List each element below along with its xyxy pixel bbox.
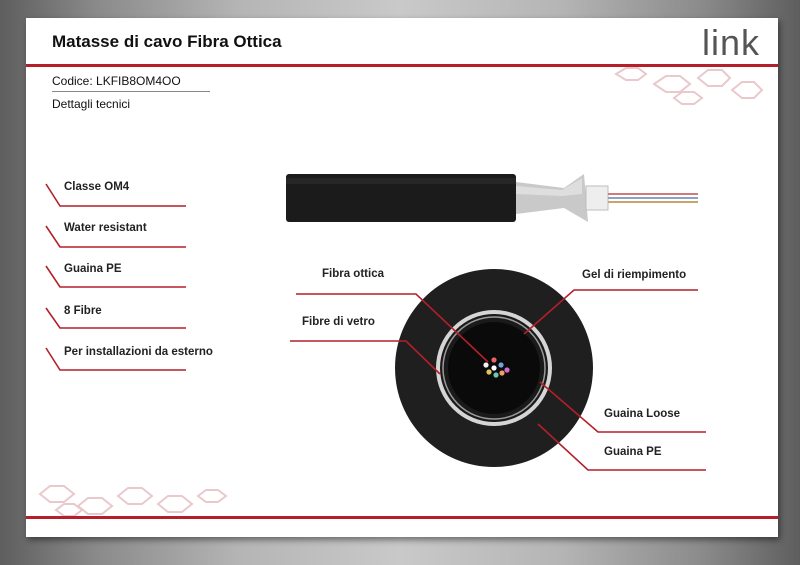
feature-item: Per installazioni da esterno xyxy=(64,346,213,358)
label-fibra-ottica: Fibra ottica xyxy=(322,268,384,280)
brand-logo: link xyxy=(701,22,760,63)
feature-brackets xyxy=(45,183,186,371)
label-fibre-di-vetro: Fibre di vetro xyxy=(302,316,375,328)
footer-divider xyxy=(26,516,778,519)
hex-pattern-bottom xyxy=(38,485,228,517)
cable-side-view xyxy=(286,174,698,222)
feature-item: Water resistant xyxy=(64,222,147,234)
product-code: Codice: LKFIB8OM4OO xyxy=(52,74,210,92)
section-heading: Dettagli tecnici xyxy=(52,97,131,111)
page-title: Matasse di cavo Fibra Ottica xyxy=(52,32,282,51)
leader-lines xyxy=(290,289,706,471)
label-guaina-loose: Guaina Loose xyxy=(604,408,681,420)
sheet-artwork xyxy=(38,67,764,517)
product-sheet: Matasse di cavo Fibra Ottica link Codice… xyxy=(26,18,778,537)
label-gel-di-riempimento: Gel di riempimento xyxy=(582,269,687,281)
feature-item: Classe OM4 xyxy=(64,181,130,193)
cable-cross-section xyxy=(395,269,593,467)
feature-item: 8 Fibre xyxy=(64,305,102,317)
header-divider xyxy=(26,64,778,67)
hex-pattern-top xyxy=(614,67,764,105)
feature-item: Guaina PE xyxy=(64,263,122,275)
label-guaina-pe: Guaina PE xyxy=(604,446,662,458)
